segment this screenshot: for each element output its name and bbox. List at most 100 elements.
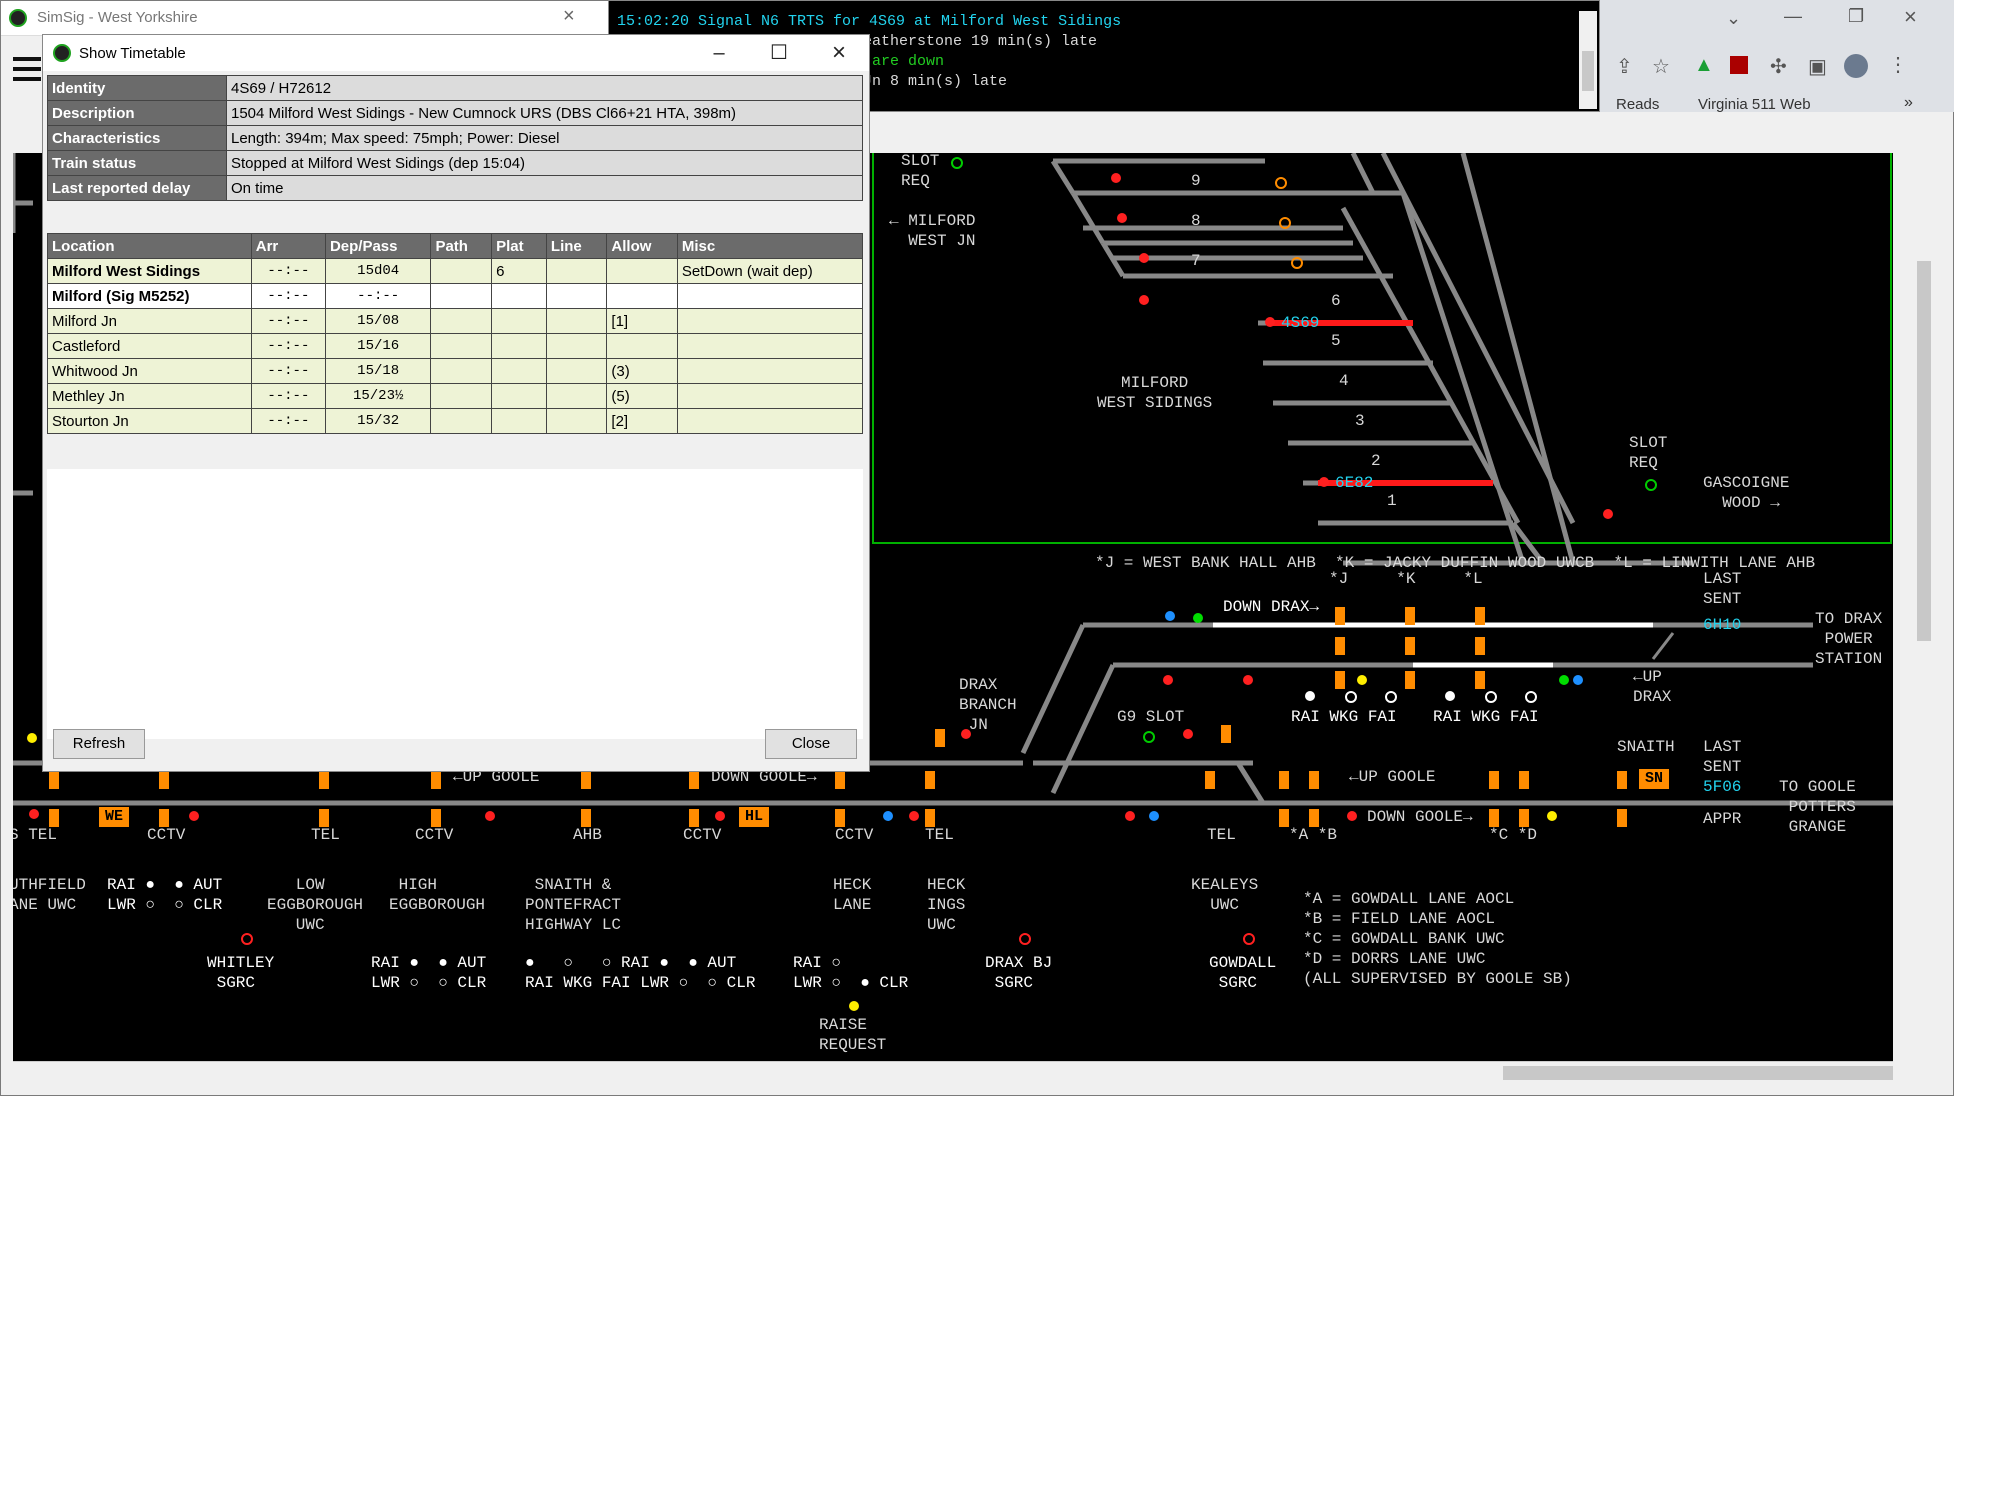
hl-box-label[interactable]: HL bbox=[739, 807, 770, 827]
close-browser-icon[interactable]: × bbox=[1904, 4, 1917, 29]
timetable-empty-area bbox=[47, 469, 863, 739]
bookmark-reads[interactable]: Reads bbox=[1616, 96, 1660, 113]
avatar[interactable] bbox=[1844, 54, 1868, 78]
column-header[interactable]: Arr bbox=[250, 233, 326, 259]
signal-down-drax-entry[interactable] bbox=[1165, 611, 1175, 621]
table-row[interactable]: Milford Jn--:--15/08[1] bbox=[47, 308, 864, 334]
sidepanel-icon[interactable]: ▣ bbox=[1808, 56, 1827, 78]
column-header[interactable]: Path bbox=[430, 233, 493, 259]
column-header[interactable]: Location bbox=[47, 233, 252, 259]
train-description-4s69[interactable]: 4S69 bbox=[1281, 314, 1320, 332]
maximize-icon[interactable]: ☐ bbox=[770, 42, 788, 64]
signal-gascoigne[interactable] bbox=[1603, 509, 1613, 519]
cell-path bbox=[430, 283, 493, 309]
close-icon[interactable]: × bbox=[831, 39, 846, 66]
restore-icon[interactable]: ❐ bbox=[1848, 6, 1865, 26]
signal-down-drax-green[interactable] bbox=[1193, 613, 1203, 623]
horizontal-scrollbar[interactable] bbox=[13, 1061, 1893, 1084]
message-scrollbar[interactable] bbox=[1579, 11, 1597, 109]
we-box-label[interactable]: WE bbox=[99, 807, 130, 827]
cell-plat bbox=[491, 308, 547, 334]
signal-siding-x[interactable] bbox=[1139, 295, 1149, 305]
signal-cctv-2[interactable] bbox=[485, 811, 495, 821]
table-row[interactable]: Whitwood Jn--:--15/18(3) bbox=[47, 358, 864, 384]
signal-west-yellow[interactable] bbox=[27, 733, 37, 743]
minimize-icon[interactable]: — bbox=[1784, 6, 1802, 26]
hamburger-menu-icon[interactable] bbox=[13, 57, 41, 81]
close-button[interactable]: Close bbox=[765, 729, 857, 759]
signal-up-drax-a[interactable] bbox=[1163, 675, 1173, 685]
table-row[interactable]: Castleford--:--15/16 bbox=[47, 333, 864, 359]
signal-kealeys-blue[interactable] bbox=[1149, 811, 1159, 821]
drax-bj-sgrc-indicator[interactable] bbox=[1019, 933, 1031, 945]
column-header[interactable]: Plat bbox=[491, 233, 547, 259]
star-icon[interactable]: ☆ bbox=[1652, 56, 1670, 78]
column-header[interactable]: Misc bbox=[676, 233, 864, 259]
cell-arr: --:-- bbox=[250, 383, 326, 409]
signal-up-drax-b[interactable] bbox=[1243, 675, 1253, 685]
sn-box-label[interactable]: SN bbox=[1639, 769, 1670, 789]
table-row[interactable]: Methley Jn--:--15/23½(5) bbox=[47, 383, 864, 409]
signal-cctv-3[interactable] bbox=[715, 811, 725, 821]
cell-location: Milford West Sidings bbox=[47, 258, 252, 284]
wkg-indicator-l[interactable] bbox=[1485, 691, 1497, 703]
track-circuit-w7 bbox=[835, 771, 845, 789]
signal-g9[interactable] bbox=[1183, 729, 1193, 739]
minimize-icon[interactable]: – bbox=[713, 42, 725, 64]
signal-down-goole-2[interactable] bbox=[1347, 811, 1357, 821]
vertical-scroll-thumb[interactable] bbox=[1917, 261, 1931, 641]
more-menu-icon[interactable]: ⋮ bbox=[1888, 54, 1908, 76]
signal-down-goole-yellow[interactable] bbox=[1547, 811, 1557, 821]
signal-siding-7[interactable] bbox=[1139, 253, 1149, 263]
signal-up-goole-west[interactable] bbox=[29, 809, 39, 819]
puzzle-icon[interactable]: ✣ bbox=[1770, 56, 1787, 78]
signal-up-drax-blue[interactable] bbox=[1573, 675, 1583, 685]
train-description-6e82[interactable]: 6E82 bbox=[1335, 474, 1374, 492]
signal-kealeys[interactable] bbox=[1125, 811, 1135, 821]
signal-siding-9b[interactable] bbox=[1275, 177, 1287, 189]
raise-request-indicator[interactable] bbox=[849, 1001, 859, 1011]
column-header[interactable]: Allow bbox=[606, 233, 678, 259]
close-tab-icon[interactable]: × bbox=[563, 5, 575, 27]
signal-siding-8b[interactable] bbox=[1279, 217, 1291, 229]
signal-n6[interactable] bbox=[1265, 317, 1275, 327]
share-icon[interactable]: ⇪ bbox=[1616, 56, 1633, 78]
bookmarks-more-icon[interactable]: » bbox=[1904, 94, 1913, 111]
signal-siding-7b[interactable] bbox=[1291, 257, 1303, 269]
whitley-sgrc-indicator[interactable] bbox=[241, 933, 253, 945]
vertical-scrollbar[interactable] bbox=[1913, 153, 1935, 1061]
extension-red-icon[interactable] bbox=[1730, 56, 1748, 74]
signal-siding-8[interactable] bbox=[1117, 213, 1127, 223]
drive-icon[interactable]: ▲ bbox=[1694, 54, 1714, 76]
table-row[interactable]: Milford (Sig M5252)--:----:-- bbox=[47, 283, 864, 309]
fai-indicator-l[interactable] bbox=[1525, 691, 1537, 703]
horizontal-scroll-thumb[interactable] bbox=[1503, 1066, 1893, 1080]
signal-drax-branch[interactable] bbox=[961, 729, 971, 739]
slot-req-top-indicator[interactable] bbox=[951, 157, 963, 169]
bookmark-virginia[interactable]: Virginia 511 Web bbox=[1698, 96, 1811, 113]
signal-siding-2[interactable] bbox=[1319, 477, 1329, 487]
signal-up-drax-yellow[interactable] bbox=[1357, 675, 1367, 685]
signal-cctv-1[interactable] bbox=[189, 811, 199, 821]
train-description-6h10[interactable]: 6H10 bbox=[1703, 616, 1742, 634]
rai-indicator-j[interactable] bbox=[1305, 691, 1315, 701]
table-row[interactable]: Stourton Jn--:--15/32[2] bbox=[47, 408, 864, 434]
signal-siding-9[interactable] bbox=[1111, 173, 1121, 183]
column-header[interactable]: Dep/Pass bbox=[324, 233, 432, 259]
column-header[interactable]: Line bbox=[545, 233, 608, 259]
signal-heck[interactable] bbox=[883, 811, 893, 821]
train-description-5f06[interactable]: 5F06 bbox=[1703, 778, 1742, 796]
fai-indicator-j[interactable] bbox=[1385, 691, 1397, 703]
gowdall-sgrc-indicator[interactable] bbox=[1243, 933, 1255, 945]
chevron-down-icon[interactable]: ⌄ bbox=[1726, 8, 1742, 28]
signal-up-drax-green[interactable] bbox=[1559, 675, 1569, 685]
wkg-indicator-j[interactable] bbox=[1345, 691, 1357, 703]
g9-slot-indicator[interactable] bbox=[1143, 731, 1155, 743]
signal-heck-red[interactable] bbox=[909, 811, 919, 821]
refresh-button[interactable]: Refresh bbox=[53, 729, 145, 759]
rai-indicator-l[interactable] bbox=[1445, 691, 1455, 701]
slot-req-right-indicator[interactable] bbox=[1645, 479, 1657, 491]
siding-4-number: 4 bbox=[1339, 372, 1349, 390]
